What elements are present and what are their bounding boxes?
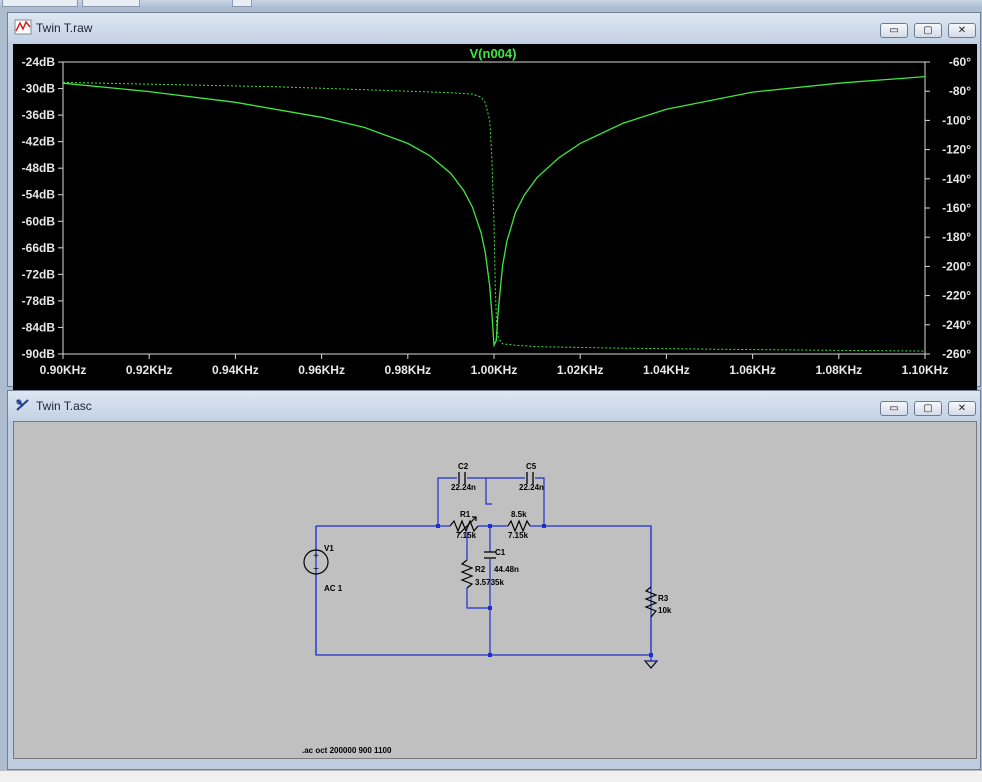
y-left-tick-label: -78dB [22, 294, 56, 308]
x-tick-label: 0.94KHz [212, 363, 259, 377]
r3-name[interactable]: R3 [658, 594, 669, 603]
close-button[interactable]: ✕ [948, 23, 976, 38]
x-tick-label: 1.10KHz [902, 363, 949, 377]
c5-value[interactable]: 22.24n [519, 483, 544, 492]
y-right-tick-label: -200° [942, 259, 971, 273]
y-left-tick-label: -72dB [22, 267, 56, 281]
y-left-tick-label: -30dB [22, 82, 56, 96]
toolbar-tab[interactable] [2, 0, 78, 7]
toolbar-tab[interactable] [232, 0, 252, 7]
c1-name[interactable]: C1 [495, 548, 506, 557]
plot-frame [62, 61, 926, 355]
resistor-symbols[interactable] [449, 516, 658, 618]
x-tick-label: 1.06KHz [729, 363, 776, 377]
simulation-directive[interactable]: .ac oct 200000 900 1100 [302, 746, 392, 755]
x-tick-label: 0.96KHz [298, 363, 345, 377]
c5-name[interactable]: C5 [526, 462, 537, 471]
y-right-tick-label: -260° [942, 347, 971, 361]
maximize-icon: ▢ [923, 403, 933, 414]
close-icon: ✕ [957, 403, 967, 414]
y-left-tick-label: -60dB [22, 214, 56, 228]
schematic-icon [16, 399, 29, 411]
x-tick-label: 0.90KHz [40, 363, 87, 377]
y-right-tick-label: -60° [949, 55, 971, 69]
y-left-tick-label: -84dB [22, 320, 56, 334]
c2-value[interactable]: 22.24n [451, 483, 476, 492]
status-bar [0, 770, 982, 782]
toolbar-tab[interactable] [82, 0, 140, 7]
svg-text:+: + [313, 551, 319, 562]
c1-value[interactable]: 44.48n [494, 565, 519, 574]
r1-value[interactable]: 7.15k [456, 531, 477, 540]
bode-plot[interactable]: V(n004) 0.90KHz 0.92KHz 0.94KHz 0.96KHz 0.98… [13, 44, 977, 391]
y-right-tick-label: -140° [942, 172, 971, 186]
r1b-name[interactable]: 8.5k [511, 510, 527, 519]
x-tick-label: 1.04KHz [643, 363, 690, 377]
c2-name[interactable]: C2 [458, 462, 469, 471]
svg-text:−: − [313, 564, 319, 575]
r2-name[interactable]: R2 [475, 565, 486, 574]
waveform-icon [14, 19, 32, 35]
y-right-tick-label: -100° [942, 113, 971, 127]
minimize-icon: ▭ [889, 403, 899, 414]
y-right-tick-label: -80° [949, 84, 971, 98]
x-tick-label: 1.02KHz [557, 363, 604, 377]
r1-name[interactable]: R1 [460, 510, 471, 519]
trace-title[interactable]: V(n004) [470, 46, 517, 61]
schematic-canvas[interactable]: + − C2 22.24n C5 22.24n R1 7.15k 8.5k 7.… [13, 421, 977, 759]
waveform-plot-area[interactable]: V(n004) 0.90KHz 0.92KHz 0.94KHz 0.96KHz 0.98… [13, 44, 977, 391]
x-tick-label: 0.92KHz [126, 363, 173, 377]
y-right-tick-label: -180° [942, 230, 971, 244]
v1-name[interactable]: V1 [324, 544, 334, 553]
r1b-value[interactable]: 7.15k [508, 531, 529, 540]
maximize-icon: ▢ [923, 25, 933, 36]
schematic-window: Twin T.asc ▭ ▢ ✕ [7, 390, 981, 770]
minimize-button[interactable]: ▭ [880, 401, 908, 416]
y-left-tick-label: -66dB [22, 241, 56, 255]
junction-dots [436, 524, 653, 657]
plot-window: Twin T.raw ▭ ▢ ✕ V(n004) 0.90KHz 0.92KHz 0… [7, 12, 981, 391]
y-left-tick-label: -36dB [22, 108, 56, 122]
v1-value[interactable]: AC 1 [324, 584, 343, 593]
y-left-tick-label: -24dB [22, 55, 56, 69]
schematic-window-title: Twin T.asc [36, 399, 92, 413]
voltage-source-symbol[interactable]: + − [303, 549, 329, 575]
x-tick-label: 0.98KHz [384, 363, 431, 377]
y-right-tick-label: -160° [942, 201, 971, 215]
phase-trace[interactable] [62, 81, 926, 352]
top-toolbar-strip [0, 0, 982, 7]
y-left-tick-label: -54dB [22, 188, 56, 202]
r2-value[interactable]: 3.5735k [475, 578, 504, 587]
y-left-tick-label: -90dB [22, 347, 56, 361]
x-tick-label: 1.08KHz [815, 363, 862, 377]
capacitor-symbols[interactable] [458, 472, 534, 559]
schematic-drawing[interactable]: + − C2 22.24n C5 22.24n R1 7.15k 8.5k 7.… [14, 422, 976, 758]
x-tick-label: 1.00KHz [471, 363, 518, 377]
close-icon: ✕ [957, 25, 967, 36]
minimize-button[interactable]: ▭ [880, 23, 908, 38]
maximize-button[interactable]: ▢ [914, 401, 942, 416]
plot-window-title: Twin T.raw [36, 21, 93, 35]
minimize-icon: ▭ [889, 25, 899, 36]
r3-value[interactable]: 10k [658, 606, 672, 615]
close-button[interactable]: ✕ [948, 401, 976, 416]
plot-window-titlebar[interactable]: Twin T.raw ▭ ▢ ✕ [8, 13, 980, 43]
ground-icon[interactable] [643, 660, 659, 669]
schematic-window-titlebar[interactable]: Twin T.asc ▭ ▢ ✕ [8, 391, 980, 421]
y-right-tick-label: -120° [942, 143, 971, 157]
y-right-tick-label: -220° [942, 289, 971, 303]
maximize-button[interactable]: ▢ [914, 23, 942, 38]
component-labels: C2 22.24n C5 22.24n R1 7.15k 8.5k 7.15k … [302, 462, 672, 755]
y-right-tick-label: -240° [942, 318, 971, 332]
y-left-tick-label: -48dB [22, 161, 56, 175]
magnitude-trace[interactable] [62, 75, 926, 348]
y-left-tick-label: -42dB [22, 135, 56, 149]
